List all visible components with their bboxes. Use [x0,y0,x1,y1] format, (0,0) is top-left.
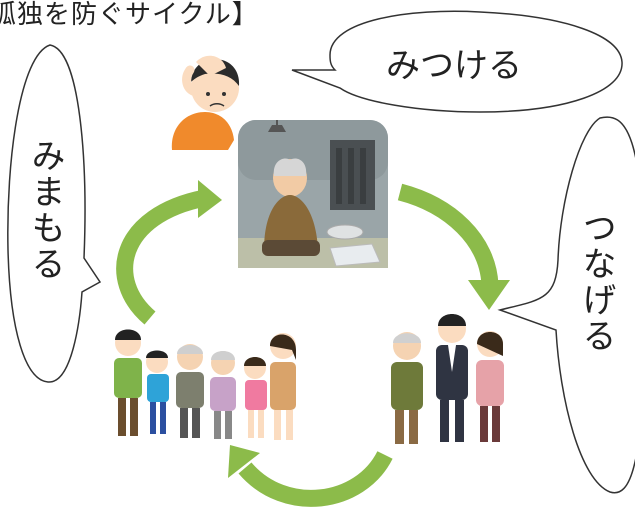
label-find: みつける [386,46,522,86]
speech-bubble-connect [497,116,635,494]
arrow-right-to-left [238,450,393,507]
arrow-left-to-top [116,189,207,325]
label-connect: つなげる [576,210,616,354]
community-group-illustration [114,329,296,440]
lonely-elder-illustration [238,120,388,268]
arrow-top-to-right [397,183,499,286]
arrowhead-left [198,180,222,218]
arrow-heads [198,180,510,478]
arrowhead-right [468,280,510,310]
cycle-arrows [116,183,499,507]
label-watch: みまもる [25,138,65,282]
worried-person-illustration [171,55,240,150]
speech-bubble-find [291,10,623,113]
support-group-illustration [391,314,504,444]
arrowhead-bottom [228,445,260,478]
speech-bubble-watch [7,44,102,383]
page-title: 孤独を防ぐサイクル】 [0,0,259,30]
